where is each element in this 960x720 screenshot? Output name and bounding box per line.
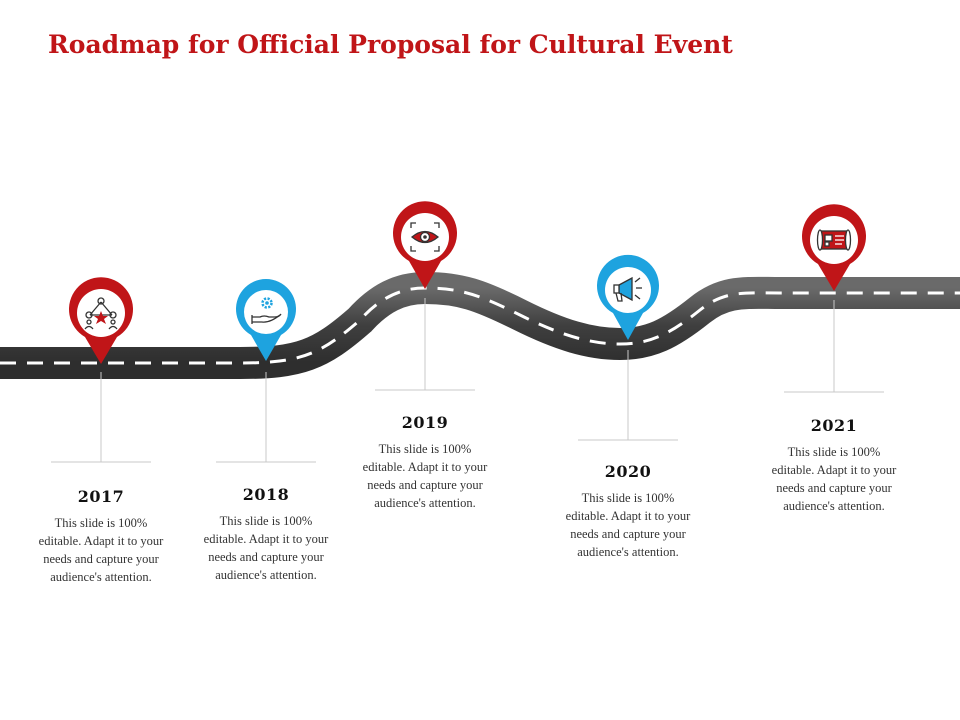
milestone-description: This slide is 100% editable. Adapt it to…: [203, 514, 329, 582]
page-title: Roadmap for Official Proposal for Cultur…: [48, 30, 733, 59]
milestone-description: This slide is 100% editable. Adapt it to…: [362, 442, 488, 510]
milestone-year: 2021: [810, 416, 858, 435]
milestone-2021: 2021 This slide is 100% editable. Adapt …: [754, 416, 914, 515]
team-star-icon: [84, 297, 118, 330]
road-center-line: [0, 286, 960, 365]
eye-focus-icon: [410, 222, 440, 252]
milestone-description: This slide is 100% editable. Adapt it to…: [771, 445, 897, 513]
connector-lines: [51, 298, 884, 463]
milestone-year: 2020: [604, 462, 652, 481]
milestone-2020: 2020 This slide is 100% editable. Adapt …: [548, 462, 708, 561]
milestone-year: 2019: [401, 413, 449, 432]
pin-2018: [236, 279, 296, 361]
milestone-2018: 2018 This slide is 100% editable. Adapt …: [186, 485, 346, 584]
pin-2021: [802, 204, 866, 291]
pin-2020: [597, 254, 659, 340]
hand-gear-icon: [251, 297, 282, 324]
megaphone-icon: [613, 276, 642, 302]
milestone-2019: 2019 This slide is 100% editable. Adapt …: [345, 413, 505, 512]
milestone-year: 2018: [242, 485, 290, 504]
milestone-2017: 2017 This slide is 100% editable. Adapt …: [21, 487, 181, 586]
milestone-description: This slide is 100% editable. Adapt it to…: [565, 491, 691, 559]
road: [0, 271, 960, 379]
milestone-description: This slide is 100% editable. Adapt it to…: [38, 516, 164, 584]
pin-2019: [393, 201, 457, 289]
pin-2017: [69, 277, 133, 364]
milestone-year: 2017: [77, 487, 125, 506]
blueprint-icon: [816, 229, 852, 251]
